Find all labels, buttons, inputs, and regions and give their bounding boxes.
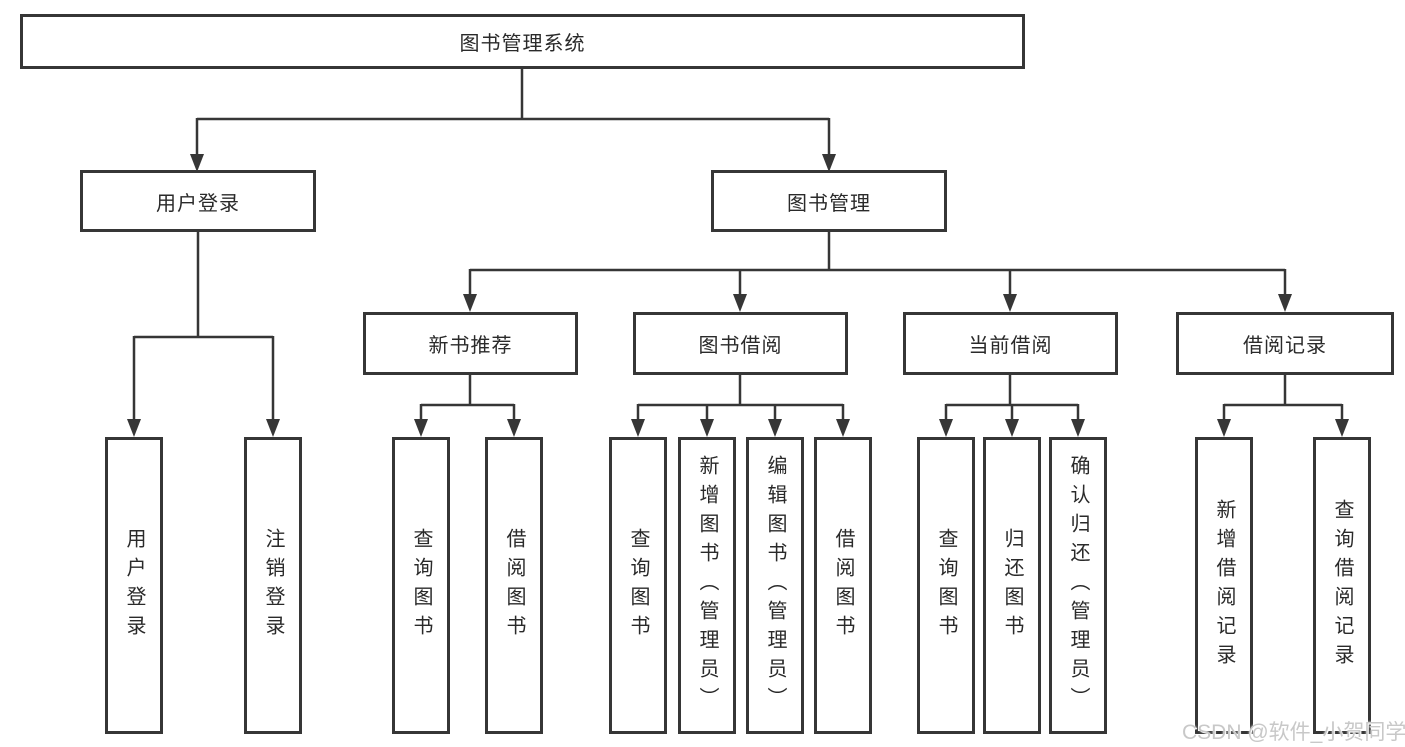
node-book-borrowing: 图书借阅 — [633, 312, 848, 375]
node-new-book-recommendation: 新书推荐 — [363, 312, 578, 375]
node-leaf-edit-book-admin: 编辑图书（管理员） — [746, 437, 804, 734]
leaf-label: 新增借阅记录 — [1213, 498, 1235, 673]
node-root-library-system: 图书管理系统 — [20, 14, 1025, 69]
leaf-label: 新增图书（管理员） — [696, 455, 718, 716]
node-current-borrowing: 当前借阅 — [903, 312, 1118, 375]
arrowheads — [127, 154, 1349, 437]
leaf-label: 借阅图书 — [503, 527, 525, 644]
leaf-label: 查询图书 — [935, 527, 957, 644]
node-leaf-add-book-admin: 新增图书（管理员） — [678, 437, 736, 734]
node-leaf-query-book-borrowing: 查询图书 — [609, 437, 667, 734]
node-leaf-return-book: 归还图书 — [983, 437, 1041, 734]
node-leaf-logout: 注销登录 — [244, 437, 302, 734]
leaf-label: 归还图书 — [1001, 527, 1023, 644]
node-leaf-user-login: 用户登录 — [105, 437, 163, 734]
leaf-label: 查询图书 — [410, 527, 432, 644]
connector-paths — [132, 69, 1344, 421]
node-borrowing-records: 借阅记录 — [1176, 312, 1394, 375]
leaf-label: 注销登录 — [262, 527, 284, 644]
node-leaf-query-book-recommend: 查询图书 — [392, 437, 450, 734]
node-leaf-query-borrow-record: 查询借阅记录 — [1313, 437, 1371, 734]
node-leaf-confirm-return-admin: 确认归还（管理员） — [1049, 437, 1107, 734]
node-leaf-query-book-current: 查询图书 — [917, 437, 975, 734]
leaf-label: 借阅图书 — [832, 527, 854, 644]
leaf-label: 查询借阅记录 — [1331, 498, 1353, 673]
node-leaf-borrow-book: 借阅图书 — [814, 437, 872, 734]
node-user-login: 用户登录 — [80, 170, 316, 232]
leaf-label: 用户登录 — [123, 527, 145, 644]
node-leaf-borrow-book-recommend: 借阅图书 — [485, 437, 543, 734]
csdn-watermark: CSDN @软件_小贺同学 — [1182, 721, 1405, 744]
leaf-label: 查询图书 — [627, 527, 649, 644]
node-leaf-add-borrow-record: 新增借阅记录 — [1195, 437, 1253, 734]
node-book-management: 图书管理 — [711, 170, 947, 232]
leaf-label: 编辑图书（管理员） — [764, 455, 786, 716]
leaf-label: 确认归还（管理员） — [1067, 455, 1089, 716]
